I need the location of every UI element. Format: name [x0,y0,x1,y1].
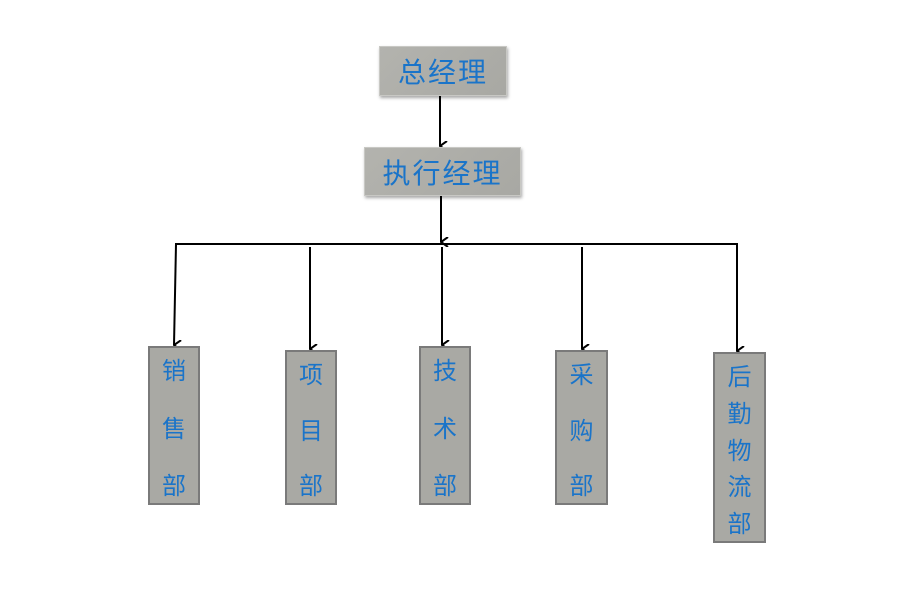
dept-char: 后 [727,363,752,391]
dept-char: 勤 [727,399,752,428]
executive-manager-box: 执行经理 [364,147,521,196]
general-manager-label: 总经理 [397,56,488,89]
dept-char: 目 [299,416,323,445]
arrow-to-sales [174,243,176,345]
dept-char: 流 [727,473,752,502]
dept-char: 物 [727,436,752,465]
executive-manager-label: 执行经理 [382,156,503,190]
dept-char: 部 [727,510,752,538]
dept-purchase: 采 购 部 [555,350,608,505]
dept-char: 采 [569,361,594,389]
dept-tech: 技 术 部 [419,346,471,505]
dept-sales: 销 售 部 [148,346,200,505]
dept-char: 术 [433,414,457,443]
dept-char: 部 [299,472,323,500]
general-manager-box: 总经理 [379,46,507,96]
dept-char: 部 [162,472,186,500]
dept-logistics: 后 勤 物 流 部 [713,352,766,543]
dept-char: 项 [299,361,323,389]
dept-char: 部 [569,472,594,500]
dept-char: 购 [569,416,594,445]
dept-char: 技 [433,357,457,385]
dept-char: 售 [162,414,186,443]
dept-char: 销 [162,357,186,385]
dept-char: 部 [433,472,457,500]
dept-project: 项 目 部 [285,350,337,505]
